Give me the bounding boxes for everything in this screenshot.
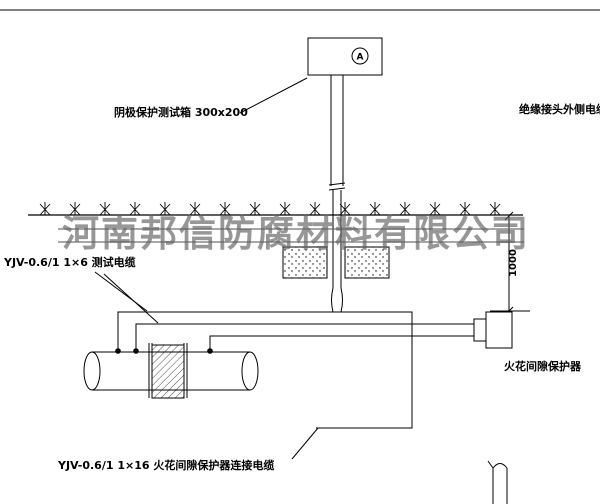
test-box: A	[307, 37, 383, 76]
test-cable-label: YJV-0.6/1 1×6 测试电缆	[4, 256, 136, 269]
pipe-end-left	[83, 351, 101, 391]
foundation-block-right	[344, 246, 390, 279]
pipeline	[83, 343, 259, 399]
protector-cable-leader	[291, 427, 319, 460]
insulating-joint	[151, 344, 185, 399]
ammeter-letter: A	[357, 53, 364, 63]
test-cable-route	[117, 311, 413, 429]
test-box-riser	[328, 75, 346, 313]
spark-gap-protector-label: 火花间隙保护器	[504, 360, 581, 373]
ammeter-symbol	[351, 47, 369, 65]
protector-cable-upper	[135, 323, 474, 350]
test-box-leader-line	[239, 77, 308, 114]
test-box-label: 阴极保护测试箱 300x200	[114, 106, 248, 119]
dimension-text-1000: 1000	[508, 249, 519, 277]
cable-weld-dot	[207, 348, 213, 354]
cable-routes	[117, 311, 474, 460]
insulated-joint-cable-label: 绝缘接头外侧电缆	[519, 103, 600, 116]
protector-cable-label: YJV-0.6/1 1×16 火花间隙保护器连接电缆	[58, 459, 275, 472]
pipe-end-right	[241, 351, 259, 391]
protector-cable-lower	[209, 335, 474, 350]
spark-gap-protector	[473, 311, 513, 349]
ground-line	[28, 201, 523, 216]
pipe-riser-symbol	[487, 460, 508, 504]
foundation-block-left	[282, 246, 328, 279]
test-cable-leader-lines	[94, 271, 159, 324]
cable-weld-dot	[133, 348, 139, 354]
dimension-line-1000	[490, 211, 530, 316]
cable-weld-dot	[115, 348, 121, 354]
